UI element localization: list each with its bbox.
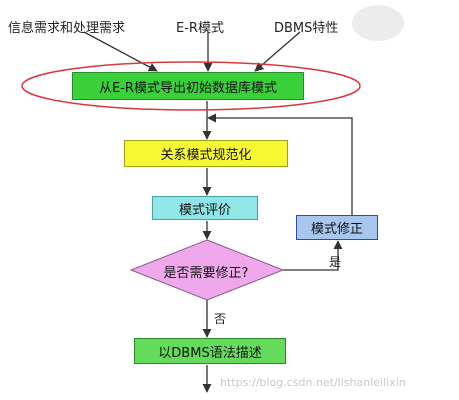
corner-smudge xyxy=(352,5,404,41)
node-normalization: 关系模式规范化 xyxy=(124,140,288,167)
watermark-text: https://blog.csdn.net/lishanleilixin xyxy=(220,376,406,389)
decision-diamond xyxy=(129,239,285,301)
arrow-correction-loopback xyxy=(207,113,353,215)
input-dbms-features: DBMS特性 xyxy=(274,21,339,36)
arrow-requirements-to-initial xyxy=(83,31,158,72)
edge-label-yes: 是 xyxy=(329,255,342,269)
highlight-ellipse xyxy=(21,61,361,111)
node-initial-model: 从E-R模式导出初始数据库模式 xyxy=(72,72,304,100)
edge-label-no: 否 xyxy=(214,312,227,326)
input-er-model: E-R模式 xyxy=(176,21,224,36)
node-evaluation: 模式评价 xyxy=(152,196,258,220)
node-dbms-description: 以DBMS语法描述 xyxy=(134,338,286,364)
node-correction: 模式修正 xyxy=(296,215,378,240)
arrow-decision-to-correction xyxy=(283,240,343,271)
input-requirements: 信息需求和处理需求 xyxy=(8,21,126,36)
node-decision-label: 是否需要修正? xyxy=(163,266,249,281)
